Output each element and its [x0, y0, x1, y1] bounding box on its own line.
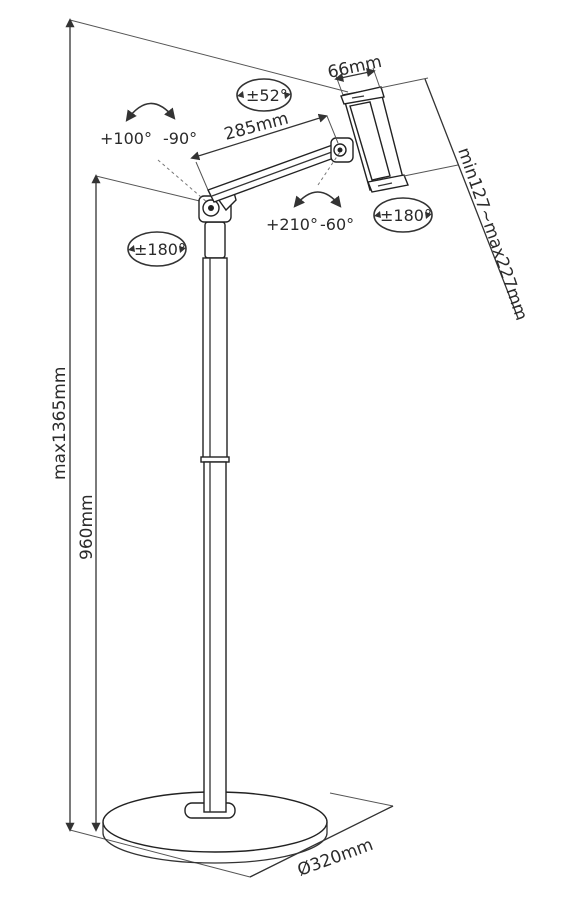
holder-depth-label: 66mm	[326, 52, 384, 83]
tablet-holder	[340, 86, 409, 193]
min-height-label: 960mm	[77, 494, 97, 560]
head-tilt-indicator: ±52°	[236, 78, 292, 112]
max-height-dimension: max1365mm	[50, 18, 75, 832]
joint-rotation-indicator: ±180°	[127, 231, 187, 267]
base-diameter-label: Ø320mm	[295, 835, 376, 881]
elbow-rotation-indicator: +210° -60°	[266, 191, 354, 234]
helper-line-elbow	[317, 151, 341, 186]
min-height-dimension: 960mm	[77, 174, 101, 832]
holder-range-label: min127~max227mm	[453, 145, 531, 323]
tilt-up-label: +100°	[100, 129, 152, 148]
elbow-up-label: +210°	[266, 215, 318, 234]
stand-pole	[200, 221, 230, 813]
joint-rotate-label: ±180°	[134, 240, 186, 259]
holder-rotation-indicator: ±180°	[373, 197, 433, 233]
elbow-down-label: -60°	[320, 215, 354, 234]
tilt-rotation-indicator: +100° -90°	[100, 102, 197, 148]
helper-line-tilt	[157, 159, 209, 204]
max-height-label: max1365mm	[50, 367, 70, 480]
elbow-joint	[330, 137, 354, 163]
head-tilt-label: ±52°	[246, 86, 288, 105]
holder-rotate-label: ±180°	[380, 206, 432, 225]
arm-length-label: 285mm	[222, 109, 291, 145]
holder-range-dimension: min127~max227mm	[379, 77, 531, 323]
tilt-down-label: -90°	[163, 129, 197, 148]
